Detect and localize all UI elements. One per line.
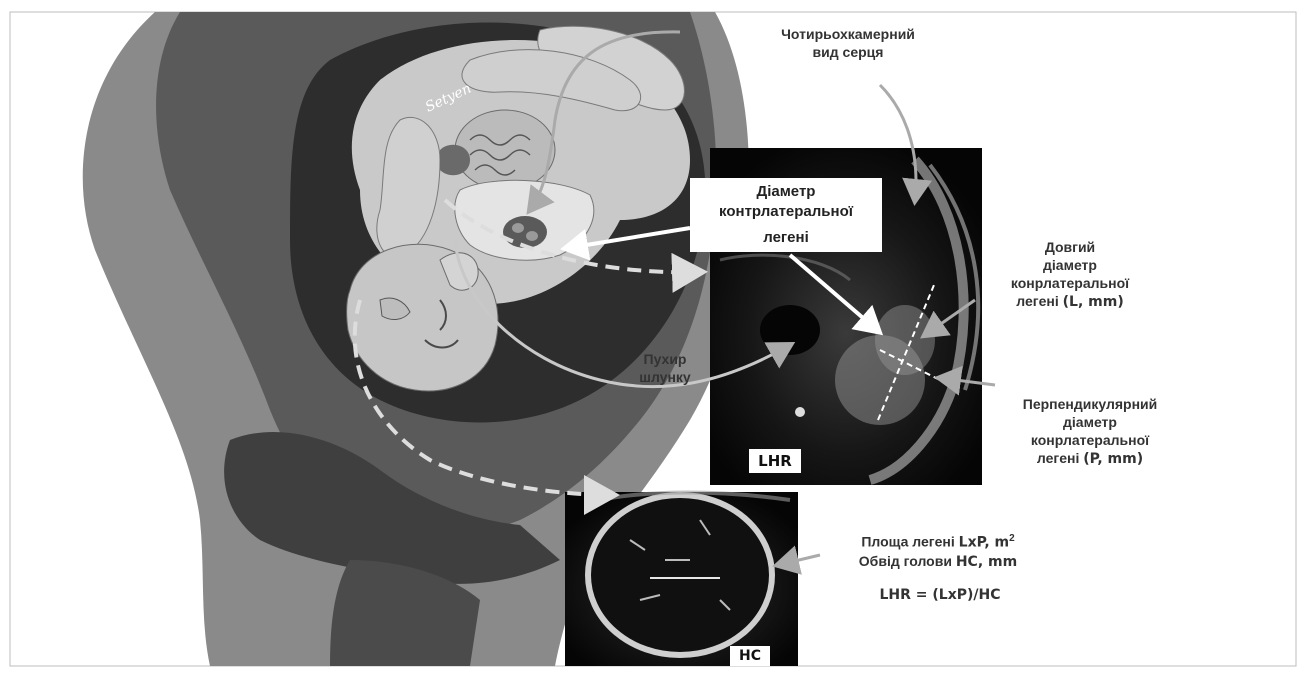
area-sup: 2 [1009,533,1015,544]
long-diam-line4-unit: (L, mm) [1063,294,1124,310]
perpendicular-diameter-label: Перпендикулярний діаметр конрлатеральної… [995,395,1185,468]
four-chamber-view-label: Чотирьохкамерний вид серця [748,25,948,61]
ultrasound-head-image [565,492,798,666]
stomach-line2: шлунку [620,368,710,386]
stomach-line1: Пухир [620,350,710,368]
area-and-hc-label: Площа легені LxP, m2 Обвід голови HC, mm [838,530,1038,571]
four-chamber-line2: вид серця [748,43,948,61]
perp-line3: конрлатеральної [995,431,1185,449]
contralateral-line1: Діаметр [700,182,872,202]
long-diam-line3: конрлатеральної [990,274,1150,292]
contralateral-line3: легені [700,228,872,248]
lhr-formula-text: LHR = (LxP)/HC [879,587,1000,603]
contralateral-line2: контрлатеральної [700,202,872,222]
hc-badge-text: HC [739,648,761,664]
stomach-bubble-label: Пухир шлунку [620,350,710,386]
long-diam-line2: діаметр [990,256,1150,274]
four-chamber-line1: Чотирьохкамерний [748,25,948,43]
long-diam-line4: легені (L, mm) [990,292,1150,311]
long-diam-line4-text: легені [1016,293,1062,309]
area-line: Площа легені LxP, m2 [838,530,1038,552]
lhr-formula: LHR = (LxP)/HC [840,586,1040,604]
area-formula: LxP, m [959,535,1009,551]
perp-line1: Перпендикулярний [995,395,1185,413]
lhr-badge: LHR [749,449,801,473]
perp-line4-text: легені [1037,450,1083,466]
perp-line4: легені (P, mm) [995,449,1185,468]
head-text: Обвід голови [859,553,956,569]
area-text: Площа легені [861,534,958,550]
head-line: Обвід голови HC, mm [838,552,1038,571]
hc-badge: HC [730,646,770,666]
long-diam-line1: Довгий [990,238,1150,256]
long-diameter-label: Довгий діаметр конрлатеральної легені (L… [990,238,1150,311]
head-formula: HC, mm [956,554,1017,570]
perp-line4-unit: (P, mm) [1083,451,1143,467]
lhr-badge-text: LHR [758,452,792,470]
perp-line2: діаметр [995,413,1185,431]
contralateral-lung-diameter-label: Діаметр контрлатеральної легені [690,178,882,252]
